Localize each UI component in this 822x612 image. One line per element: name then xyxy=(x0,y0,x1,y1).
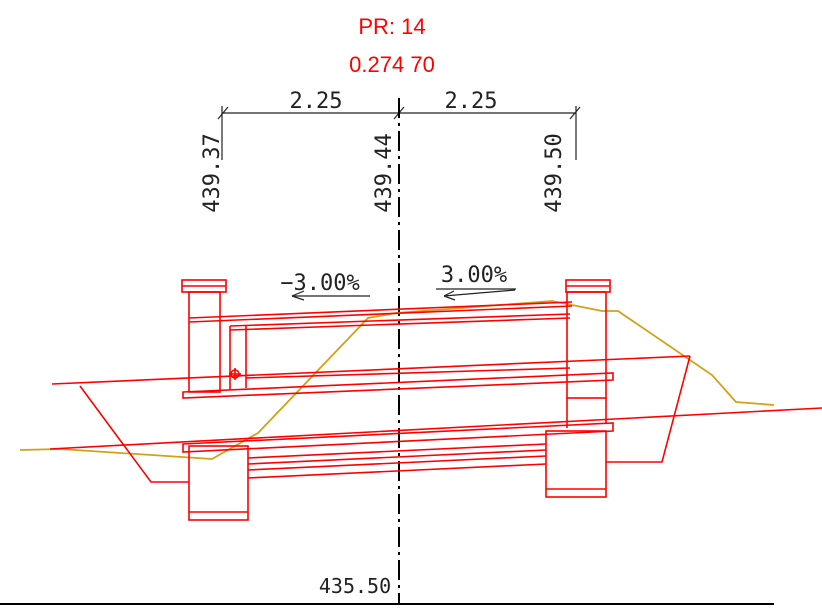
right-slope-label: 3.00% xyxy=(441,263,507,288)
terrain-profile xyxy=(19,300,775,460)
left-slope-arrow xyxy=(291,290,305,301)
datum-elevation-label: 435.50 xyxy=(319,574,391,598)
right-slope-arrow xyxy=(443,289,516,301)
right-elevation-label: 439.50 xyxy=(542,133,567,212)
station-label: PR: 14 xyxy=(358,14,425,39)
station-chainage: 0.274 70 xyxy=(349,52,435,77)
structure-outline xyxy=(49,279,822,521)
left-width-label: 2.25 xyxy=(290,89,343,114)
left-slope-label: −3.00% xyxy=(280,271,359,296)
left-elevation-label: 439.37 xyxy=(200,133,225,212)
center-elevation-label: 439.44 xyxy=(372,133,397,212)
right-width-label: 2.25 xyxy=(445,89,498,114)
